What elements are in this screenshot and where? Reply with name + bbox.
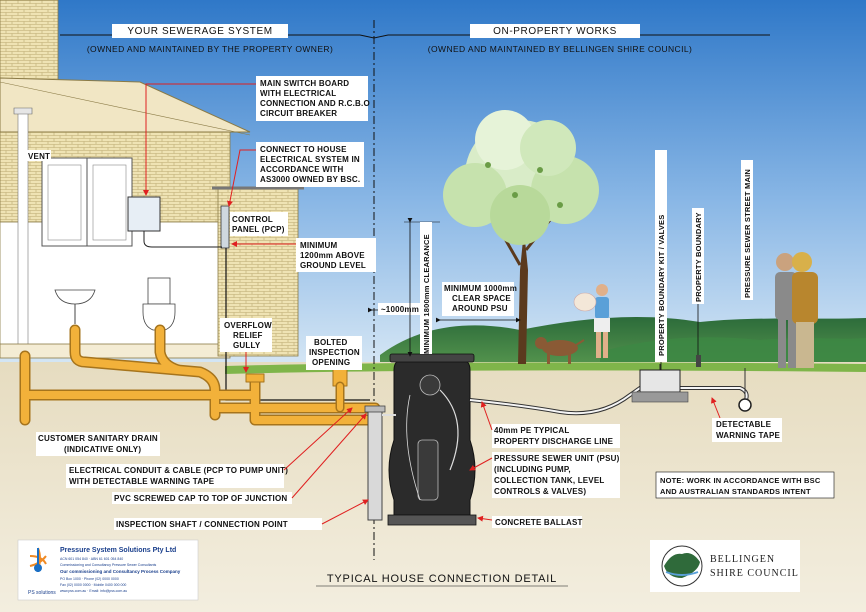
label-inspection-shaft: INSPECTION SHAFT / CONNECTION POINT (114, 499, 369, 530)
dog-figure (535, 337, 585, 364)
label-customer-drain: CUSTOMER SANITARY DRAIN(INDICATIVE ONLY) (36, 432, 160, 456)
label-property-boundary: PROPERTY BOUNDARY (692, 208, 704, 355)
label-vent: VENT (25, 150, 51, 161)
label-street-main: PRESSURE SEWER STREET MAIN (741, 160, 753, 300)
header-left-subtitle: (OWNED AND MAINTAINED BY THE PROPERTY OW… (87, 44, 333, 54)
svg-text:PRESSURE SEWER STREET MAIN: PRESSURE SEWER STREET MAIN (743, 169, 752, 298)
child-figure (573, 284, 610, 358)
street-main (738, 368, 752, 412)
svg-text:ACN 601 054 840 · ABN 61 601 0: ACN 601 054 840 · ABN 61 601 054 840 Com… (60, 557, 181, 593)
inspection-shaft (364, 405, 386, 521)
header-right-title: ON-PROPERTY WORKS (493, 26, 617, 37)
switchboard (127, 196, 161, 232)
svg-text:CONCRETE BALLAST: CONCRETE BALLAST (495, 518, 583, 527)
pss-logo: PS solutions Pressure System Solutions P… (17, 539, 199, 601)
svg-text:PVC SCREWED CAP TO TOP OF JUNC: PVC SCREWED CAP TO TOP OF JUNCTION (114, 494, 287, 503)
svg-text:VENT: VENT (28, 152, 50, 161)
label-boundary-kit: PROPERTY BOUNDARY KIT / VALVES (655, 150, 667, 370)
dim-1000: ~1000mm (381, 305, 419, 314)
diagram-title: TYPICAL HOUSE CONNECTION DETAIL (327, 573, 557, 585)
svg-text:INSPECTION SHAFT / CONNECTION: INSPECTION SHAFT / CONNECTION POINT (116, 520, 288, 529)
label-pvc-cap: PVC SCREWED CAP TO TOP OF JUNCTION (112, 413, 367, 504)
pss-name: Pressure System Solutions Pty Ltd (60, 547, 176, 554)
svg-text:PRESSURE SEWER UNIT (PSU)(INCL: PRESSURE SEWER UNIT (PSU)(INCLUDING PUMP… (494, 454, 620, 496)
svg-text:BELLINGEN: BELLINGEN (710, 554, 775, 565)
svg-text:PROPERTY BOUNDARY KIT / VALVES: PROPERTY BOUNDARY KIT / VALVES (657, 215, 666, 356)
sanitary-drain (19, 324, 381, 426)
bellingen-logo: BELLINGEN SHIRE COUNCIL (650, 540, 800, 592)
label-concrete: CONCRETE BALLAST (477, 515, 583, 528)
adults-figure (775, 252, 818, 368)
svg-text:PS solutions: PS solutions (28, 590, 56, 596)
svg-text:ELECTRICAL CONDUIT & CABLE (PC: ELECTRICAL CONDUIT & CABLE (PCP TO PUMP … (69, 466, 288, 486)
header-right-subtitle: (OWNED AND MAINTAINED BY BELLINGEN SHIRE… (428, 44, 692, 54)
boundary-kit (631, 364, 689, 403)
svg-text:SHIRE COUNCIL: SHIRE COUNCIL (710, 568, 799, 579)
label-psu: PRESSURE SEWER UNIT (PSU)(INCLUDING PUMP… (469, 452, 620, 498)
tree (443, 110, 599, 364)
header-left-title: YOUR SEWERAGE SYSTEM (127, 26, 272, 37)
svg-text:PROPERTY BOUNDARY: PROPERTY BOUNDARY (694, 212, 703, 302)
svg-text:CUSTOMER SANITARY DRAIN(INDICA: CUSTOMER SANITARY DRAIN(INDICATIVE ONLY) (38, 434, 158, 454)
grass (225, 362, 866, 374)
pressure-sewer-unit (382, 353, 477, 526)
clearance-vertical: MINIMUM 1800mm CLEARANCE (422, 234, 431, 354)
boundary-post (696, 355, 701, 367)
label-conduit: ELECTRICAL CONDUIT & CABLE (PCP TO PUMP … (66, 407, 353, 488)
control-panel (220, 205, 230, 249)
